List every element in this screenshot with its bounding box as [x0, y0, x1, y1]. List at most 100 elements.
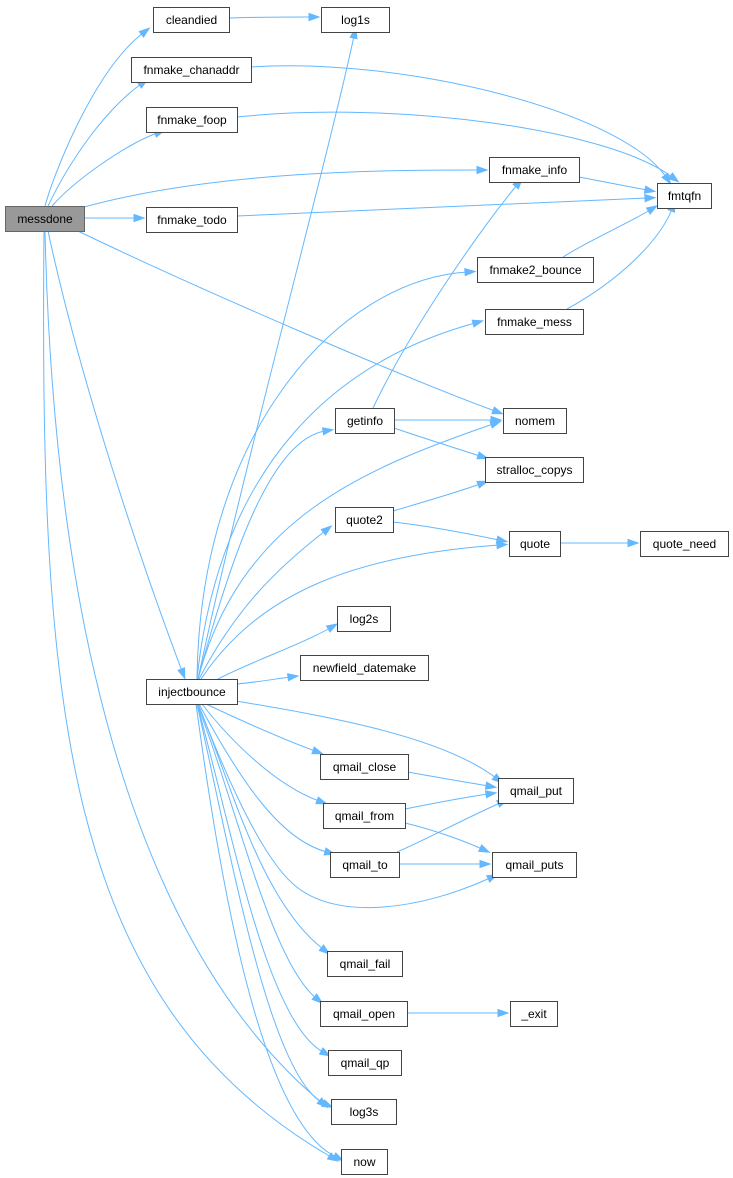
- node-_exit[interactable]: _exit: [510, 1001, 558, 1027]
- node-log3s[interactable]: log3s: [331, 1099, 397, 1125]
- node-qmail_from[interactable]: qmail_from: [323, 803, 406, 829]
- node-label: stralloc_copys: [496, 463, 572, 477]
- edge-line: [43, 230, 332, 1158]
- edge-qmail_from-to-qmail_put: [404, 790, 498, 810]
- edge-fnmake2_bounce-to-fmtqfn: [562, 205, 659, 258]
- node-box: [5, 206, 85, 232]
- arrowhead-icon: [476, 165, 489, 175]
- node-label: messdone: [17, 212, 73, 226]
- arrowhead-icon: [331, 1152, 345, 1162]
- arrowhead-icon: [643, 185, 657, 194]
- arrowhead-icon: [471, 319, 485, 328]
- node-qmail_qp[interactable]: qmail_qp: [328, 1050, 402, 1076]
- node-box: [146, 207, 238, 233]
- edge-line: [198, 703, 328, 853]
- edge-injectbounce-to-qmail_fail: [197, 703, 331, 955]
- node-quote_need[interactable]: quote_need: [640, 531, 729, 557]
- edge-injectbounce-to-newfield_datemake: [236, 673, 300, 685]
- node-fnmake_info[interactable]: fnmake_info: [489, 157, 580, 183]
- edge-line: [47, 230, 183, 672]
- node-getinfo[interactable]: getinfo: [335, 408, 395, 434]
- node-quote2[interactable]: quote2: [335, 507, 394, 533]
- node-box: [509, 531, 561, 557]
- edges-layer: [43, 12, 680, 1162]
- node-injectbounce[interactable]: injectbounce: [146, 679, 238, 705]
- node-label: now: [353, 1155, 375, 1169]
- node-fnmake_todo[interactable]: fnmake_todo: [146, 207, 238, 233]
- node-box: [489, 157, 580, 183]
- edge-injectbounce-to-qmail_close: [205, 703, 324, 755]
- edge-injectbounce-to-fnmake_mess: [196, 319, 485, 680]
- node-stralloc_copys[interactable]: stralloc_copys: [485, 457, 584, 483]
- arrowhead-icon: [627, 538, 640, 548]
- arrowhead-icon: [497, 1008, 510, 1018]
- edge-quote-to-quote_need: [559, 538, 640, 548]
- node-box: [335, 408, 395, 434]
- node-qmail_put[interactable]: qmail_put: [498, 778, 574, 804]
- arrowhead-icon: [496, 540, 509, 550]
- edge-fnmake_mess-to-fmtqfn: [566, 200, 676, 310]
- node-quote[interactable]: quote: [509, 531, 561, 557]
- node-fnmake2_bounce[interactable]: fnmake2_bounce: [477, 257, 594, 283]
- arrowhead-icon: [318, 1047, 332, 1057]
- node-label: fnmake_todo: [157, 213, 227, 227]
- node-qmail_fail[interactable]: qmail_fail: [327, 951, 403, 977]
- node-box: [146, 107, 238, 133]
- node-box: [510, 1001, 558, 1027]
- node-fnmake_foop[interactable]: fnmake_foop: [146, 107, 238, 133]
- edge-injectbounce-to-now: [195, 703, 345, 1162]
- node-nomem[interactable]: nomem: [503, 408, 567, 434]
- node-box: [331, 1099, 397, 1125]
- node-label: injectbounce: [158, 685, 226, 699]
- edge-line: [51, 132, 158, 207]
- node-cleandied[interactable]: cleandied: [153, 7, 230, 33]
- node-messdone[interactable]: messdone: [5, 206, 85, 232]
- node-label: qmail_qp: [341, 1056, 390, 1070]
- node-log1s[interactable]: log1s: [321, 7, 390, 33]
- node-box: [146, 679, 238, 705]
- edge-line: [236, 676, 291, 685]
- edge-quote2-to-quote: [392, 521, 509, 544]
- edge-line: [196, 703, 324, 1053]
- edge-line: [217, 627, 331, 680]
- node-box: [335, 507, 394, 533]
- node-qmail_to[interactable]: qmail_to: [330, 852, 400, 878]
- edge-line: [196, 322, 476, 680]
- arrowhead-icon: [644, 193, 657, 203]
- node-fnmake_chanaddr[interactable]: fnmake_chanaddr: [131, 57, 252, 83]
- arrowhead-icon: [667, 172, 680, 183]
- edge-messdone-to-fnmake_chanaddr: [47, 78, 149, 207]
- node-box: [153, 7, 230, 33]
- edge-injectbounce-to-qmail_from: [201, 703, 328, 805]
- edge-line: [196, 271, 468, 680]
- node-label: fnmake2_bounce: [489, 263, 581, 277]
- node-box: [492, 852, 577, 878]
- arrowhead-icon: [477, 844, 491, 853]
- node-fmtqfn[interactable]: fmtqfn: [657, 183, 712, 209]
- node-label: quote2: [346, 513, 383, 527]
- node-newfield_datemake[interactable]: newfield_datemake: [300, 655, 429, 681]
- edge-messdone-to-fnmake_info: [83, 165, 489, 208]
- arrowhead-icon: [321, 1099, 334, 1108]
- arrowhead-icon: [325, 623, 339, 633]
- node-box: [321, 7, 390, 33]
- edge-qmail_to-to-qmail_puts: [398, 859, 492, 869]
- node-now[interactable]: now: [341, 1149, 388, 1175]
- node-fnmake_mess[interactable]: fnmake_mess: [485, 309, 584, 335]
- edge-fnmake_chanaddr-to-fmtqfn: [250, 65, 672, 185]
- arrowhead-icon: [311, 993, 324, 1005]
- edge-injectbounce-to-qmail_open: [196, 703, 324, 1005]
- node-qmail_open[interactable]: qmail_open: [320, 1001, 408, 1027]
- edge-line: [566, 208, 673, 310]
- node-label: fnmake_info: [502, 163, 568, 177]
- arrowhead-icon: [476, 451, 490, 460]
- arrowhead-icon: [311, 746, 324, 755]
- node-qmail_close[interactable]: qmail_close: [320, 754, 409, 780]
- nodes-layer: messdone cleandied log1s fnmake_chanaddrfmt…: [5, 7, 729, 1175]
- edge-line: [229, 699, 497, 779]
- edge-line: [198, 530, 326, 680]
- edge-line: [44, 32, 144, 207]
- node-box: [327, 951, 403, 977]
- node-qmail_puts[interactable]: qmail_puts: [492, 852, 577, 878]
- node-log2s[interactable]: log2s: [337, 606, 391, 632]
